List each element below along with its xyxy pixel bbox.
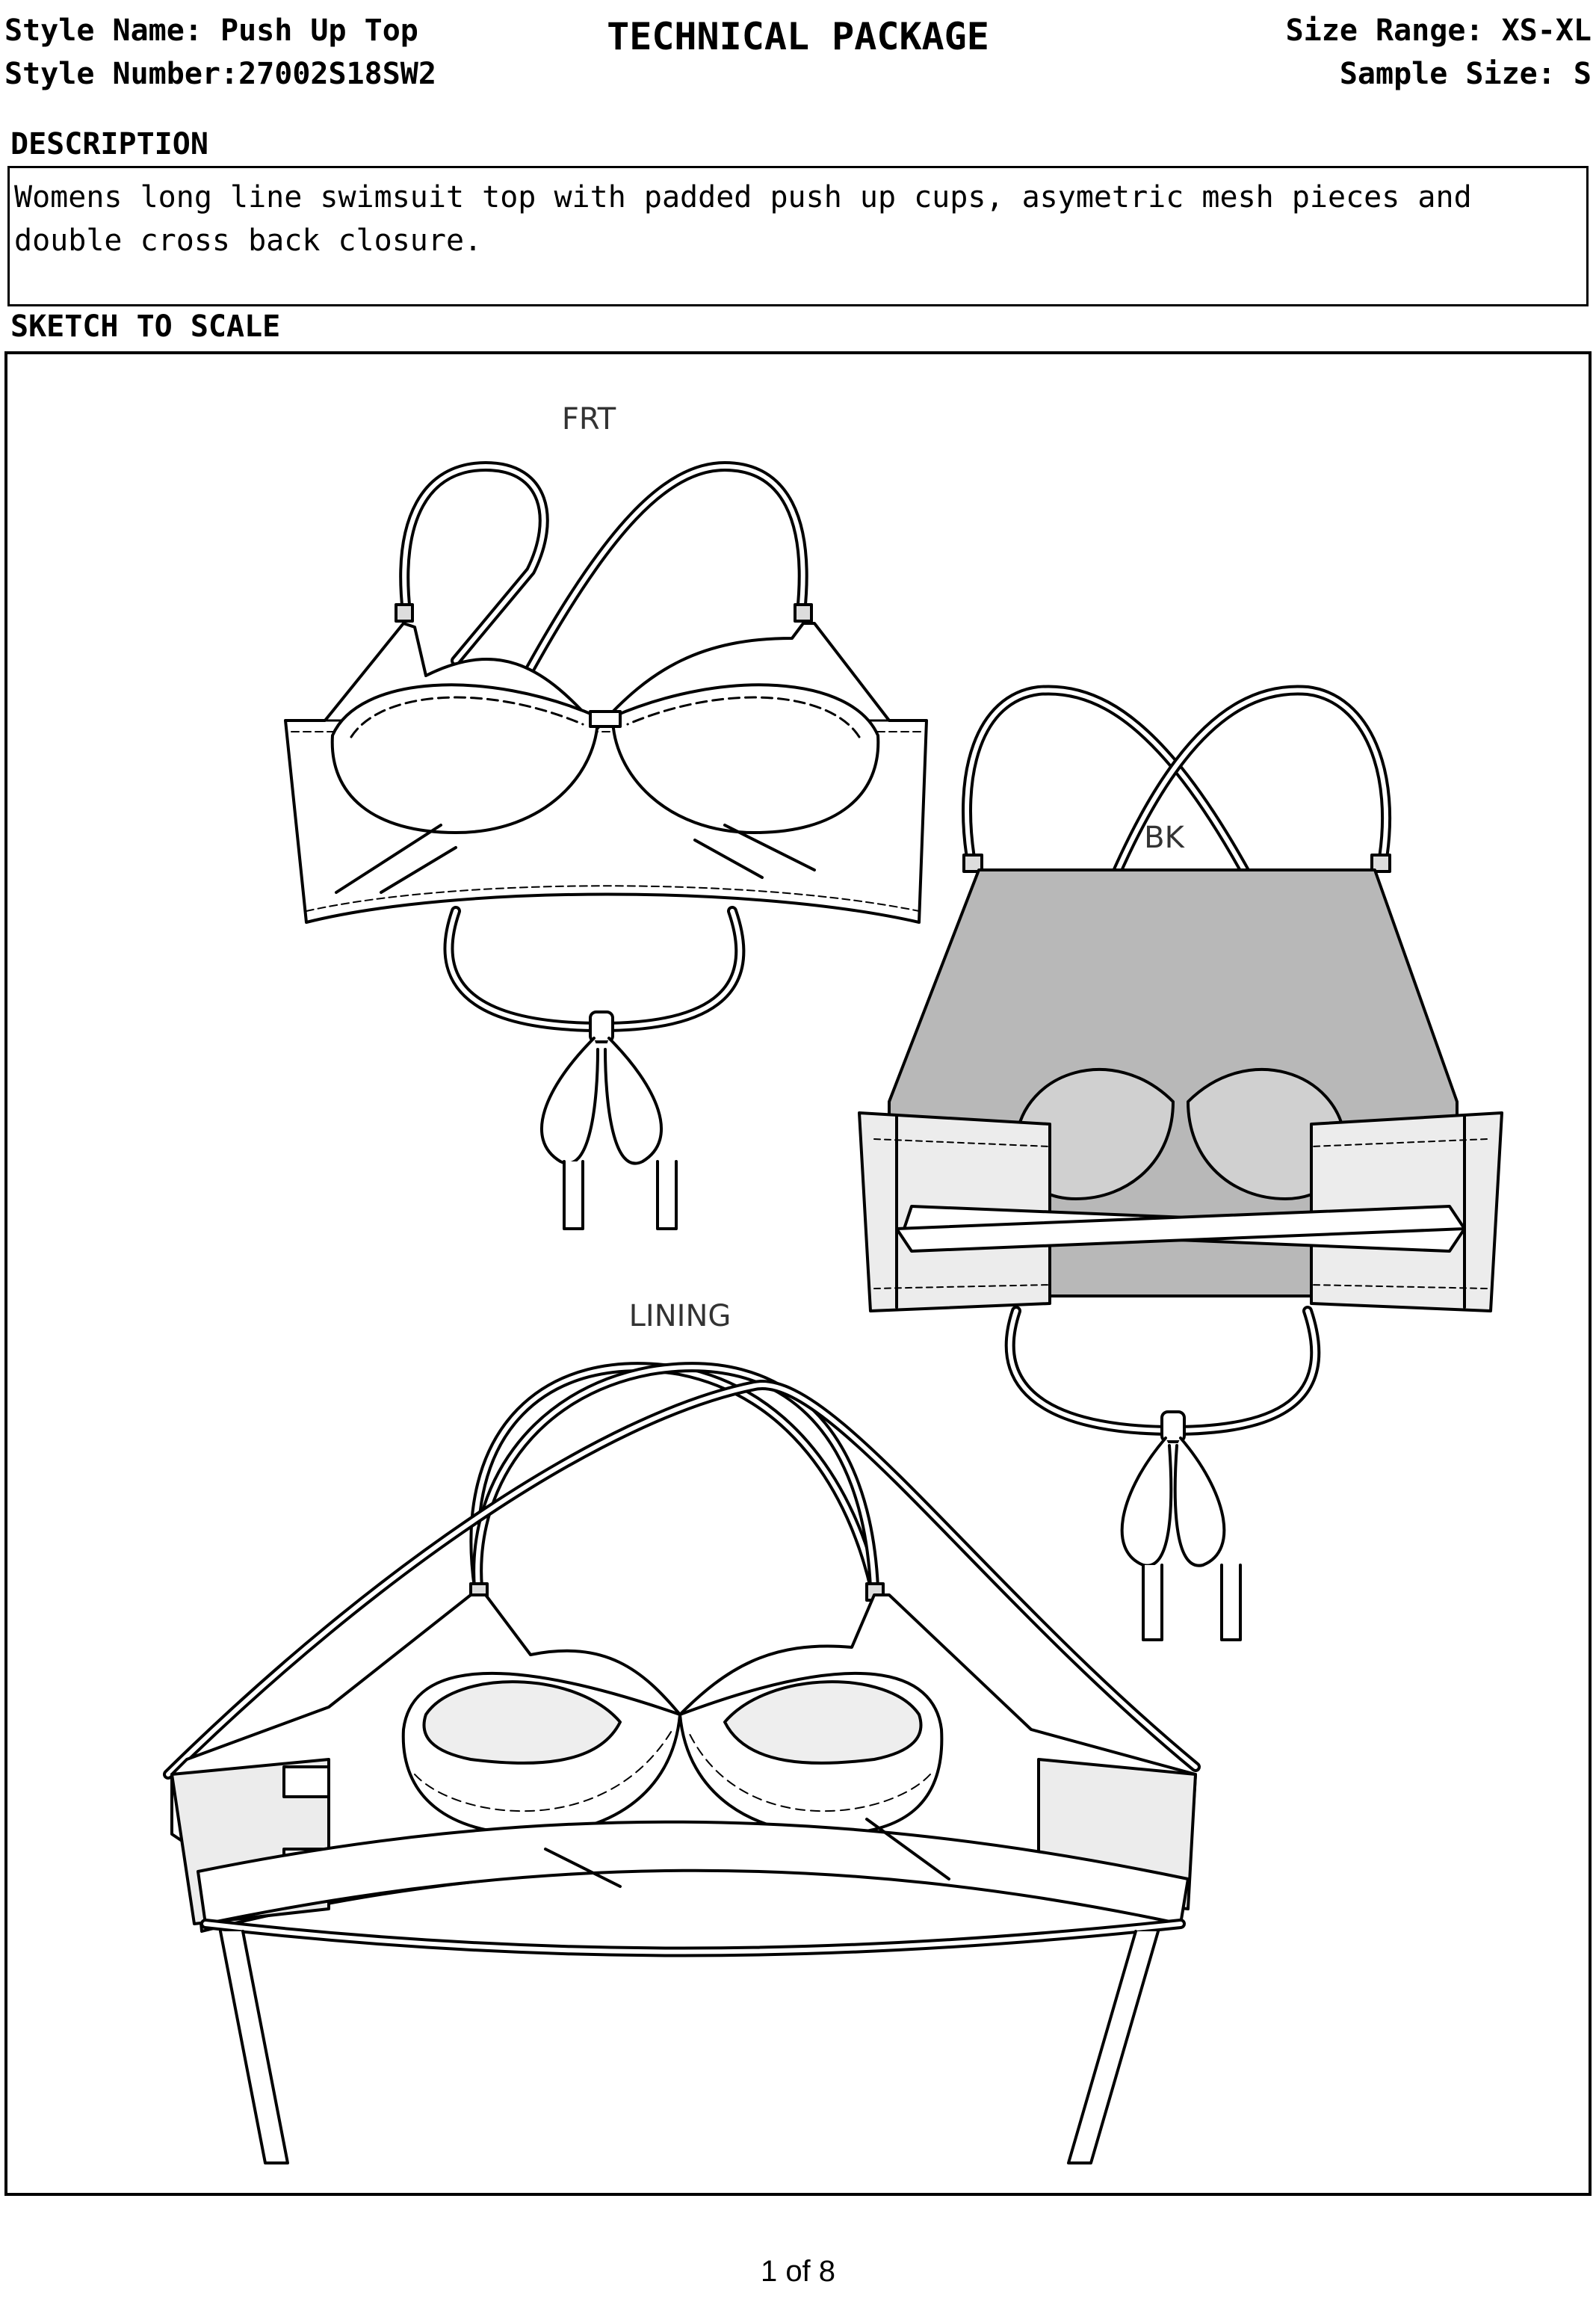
sketch-box: FRT [4,351,1592,2196]
sketch-heading: SKETCH TO SCALE [10,309,281,344]
sample-size: Sample Size: S [1339,57,1592,91]
description-heading: DESCRIPTION [10,127,208,161]
style-number: Style Number:27002S18SW2 [4,57,436,91]
back-view-sketch: BK [858,685,1503,1641]
lining-view-sketch: LINING [163,1299,1201,2164]
size-range: Size Range: XS-XL [1285,13,1592,48]
style-name: Style Name: Push Up Top [4,13,418,48]
header-left: Style Name: Push Up Top Style Number:270… [4,9,436,96]
lining-view-label: LINING [629,1299,732,1333]
description-box: Womens long line swimsuit top with padde… [7,166,1589,306]
sketch-drawing: FRT [163,402,1503,2164]
front-view-sketch: FRT [284,402,928,1230]
page-title: TECHNICAL PACKAGE [607,15,989,58]
header-right: Size Range: XS-XL Sample Size: S [1286,9,1592,96]
front-view-label: FRT [562,402,616,436]
back-view-label: BK [1144,821,1185,855]
page-number: 1 of 8 [760,2255,836,2288]
description-text: Womens long line swimsuit top with padde… [14,180,1472,258]
